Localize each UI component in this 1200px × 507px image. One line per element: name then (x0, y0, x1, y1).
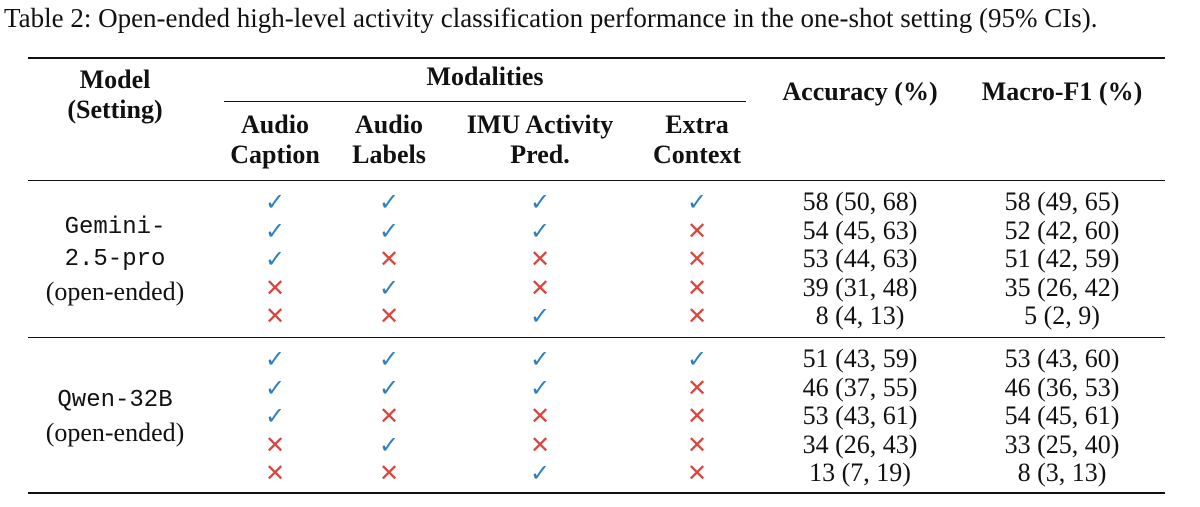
bottom-rule (28, 492, 1165, 494)
cross-mark-icon: ✕ (686, 402, 708, 431)
accuracy-value: 54 (45, 63) (802, 215, 918, 245)
macro-f1-value: 54 (45, 61) (1004, 401, 1120, 431)
check-mark-icon: ✓ (529, 188, 551, 216)
header-audio-caption: Audio Caption (220, 110, 330, 170)
check-mark-icon: ✓ (529, 216, 551, 245)
check-mark-icon: ✓ (264, 373, 286, 402)
macro-f1-value: 53 (43, 60) (1004, 344, 1120, 373)
cross-mark-icon: ✕ (264, 459, 286, 488)
table-caption: Table 2: Open-ended high-level activity … (4, 3, 1098, 33)
check-mark-icon: ✓ (529, 373, 551, 402)
cross-mark-icon: ✕ (686, 430, 708, 459)
accuracy-value: 13 (7, 19) (809, 458, 911, 488)
header-accuracy: Accuracy (%) (782, 77, 938, 106)
check-mark-icon: ✓ (529, 345, 551, 373)
check-mark-icon: ✓ (264, 345, 286, 373)
check-mark-icon: ✓ (378, 345, 400, 373)
header-rule (28, 180, 1165, 181)
header-audio-labels-line1: Audio (355, 110, 423, 139)
macro-f1-value: 35 (26, 42) (1004, 272, 1120, 302)
check-mark-icon: ✓ (529, 302, 551, 331)
header-audio-caption-line1: Audio (241, 110, 309, 139)
cross-mark-icon: ✕ (686, 245, 708, 274)
cross-mark-icon: ✕ (529, 245, 551, 274)
cross-mark-icon: ✕ (264, 302, 286, 331)
group-rule (28, 337, 1165, 338)
cross-mark-icon: ✕ (378, 459, 400, 488)
macro-f1-value: 51 (42, 59) (1004, 244, 1120, 274)
model-name-line1: Gemini- (64, 213, 166, 241)
accuracy-value: 8 (4, 13) (815, 301, 905, 331)
model-name-line1: Qwen-32B (57, 386, 173, 414)
macro-f1-value: 52 (42, 60) (1004, 215, 1120, 245)
header-macro-f1: Macro-F1 (%) (981, 77, 1143, 106)
accuracy-value: 34 (26, 43) (802, 429, 918, 459)
check-mark-icon: ✓ (686, 188, 708, 216)
accuracy-value: 58 (50, 68) (802, 187, 918, 216)
check-mark-icon: ✓ (378, 373, 400, 402)
check-mark-icon: ✓ (264, 245, 286, 274)
cross-mark-icon: ✕ (686, 459, 708, 488)
macro-f1-value: 33 (25, 40) (1004, 429, 1120, 459)
accuracy-value: 46 (37, 55) (802, 372, 918, 402)
cross-mark-icon: ✕ (686, 216, 708, 245)
cross-mark-icon: ✕ (529, 273, 551, 302)
accuracy-value: 53 (44, 63) (802, 244, 918, 274)
header-audio-labels: Audio Labels (338, 110, 440, 170)
model-setting: (open-ended) (45, 276, 185, 306)
accuracy-value: 51 (43, 59) (802, 344, 918, 373)
check-mark-icon: ✓ (378, 188, 400, 216)
model-name-line2: 2.5-pro (64, 245, 166, 273)
header-model-line2: (Setting) (67, 95, 163, 124)
accuracy-value: 53 (43, 61) (802, 401, 918, 431)
cross-mark-icon: ✕ (686, 373, 708, 402)
header-audio-caption-line2: Caption (230, 140, 320, 169)
macro-f1-value: 46 (36, 53) (1004, 372, 1120, 402)
check-mark-icon: ✓ (264, 402, 286, 431)
header-imu-line2: Pred. (510, 140, 570, 169)
check-mark-icon: ✓ (264, 216, 286, 245)
macro-f1-value: 58 (49, 65) (1004, 187, 1120, 216)
check-mark-icon: ✓ (264, 188, 286, 216)
header-audio-labels-line2: Labels (352, 140, 426, 169)
model-setting: (open-ended) (45, 417, 185, 447)
modalities-rule (224, 101, 746, 102)
cross-mark-icon: ✕ (378, 402, 400, 431)
check-mark-icon: ✓ (686, 345, 708, 373)
macro-f1-value: 8 (3, 13) (1017, 458, 1107, 488)
cross-mark-icon: ✕ (686, 273, 708, 302)
header-imu-activity: IMU Activity Pred. (448, 110, 632, 170)
check-mark-icon: ✓ (378, 216, 400, 245)
header-imu-line1: IMU Activity (466, 110, 614, 139)
header-modalities: Modalities (426, 62, 544, 91)
top-rule (28, 57, 1165, 59)
header-extra-line2: Context (652, 140, 742, 169)
header-extra-context: Extra Context (640, 110, 754, 170)
header-model-line1: Model (79, 65, 151, 94)
macro-f1-value: 5 (2, 9) (1024, 301, 1100, 331)
cross-mark-icon: ✕ (529, 402, 551, 431)
cross-mark-icon: ✕ (264, 430, 286, 459)
cross-mark-icon: ✕ (378, 302, 400, 331)
header-model: Model (Setting) (20, 65, 210, 125)
header-extra-line1: Extra (665, 110, 729, 139)
cross-mark-icon: ✕ (529, 430, 551, 459)
cross-mark-icon: ✕ (264, 273, 286, 302)
check-mark-icon: ✓ (529, 459, 551, 488)
accuracy-value: 39 (31, 48) (802, 272, 918, 302)
cross-mark-icon: ✕ (378, 245, 400, 274)
check-mark-icon: ✓ (378, 430, 400, 459)
cross-mark-icon: ✕ (686, 302, 708, 331)
check-mark-icon: ✓ (378, 273, 400, 302)
